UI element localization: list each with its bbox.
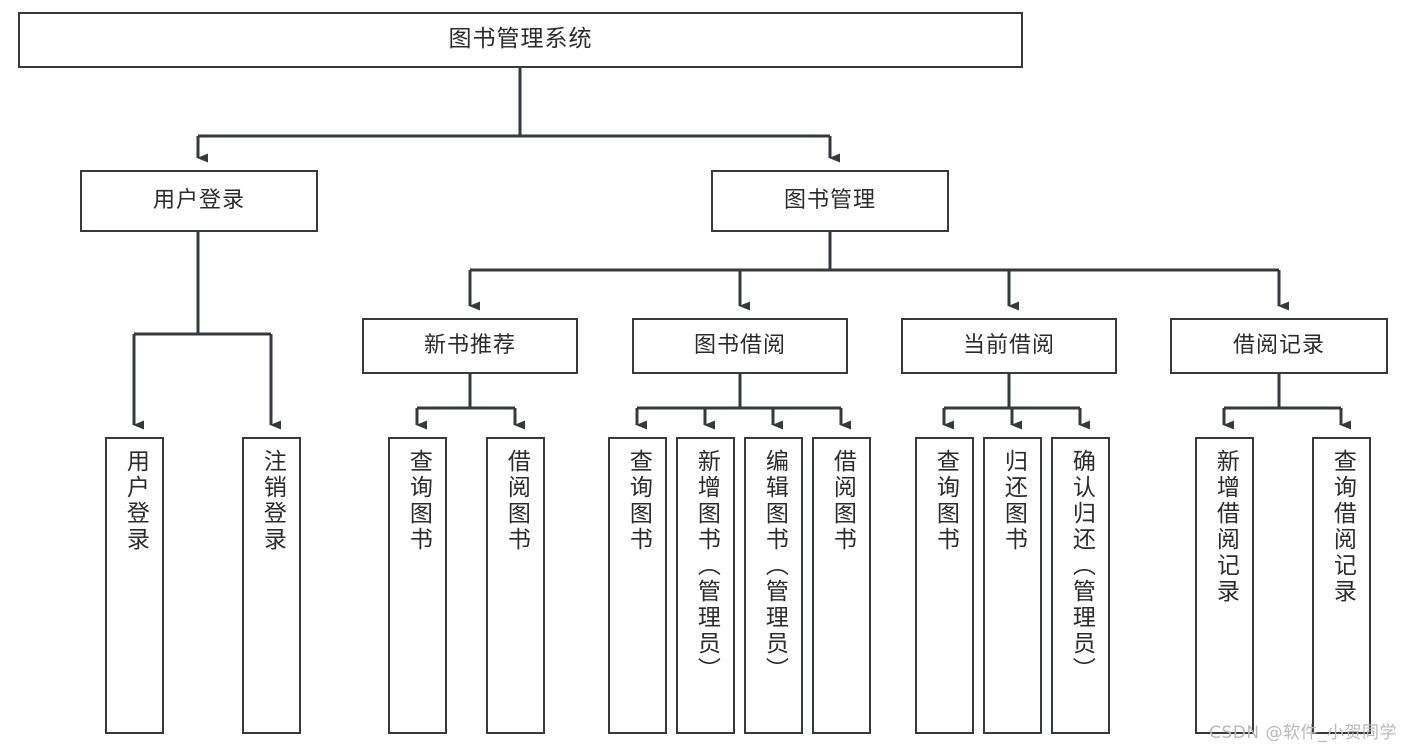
- node-root[interactable]: 图书管理系统: [18, 12, 1023, 68]
- node-leaf-query-book-2-label: 查询图书: [625, 449, 652, 553]
- node-leaf-borrow-book-1-label: 借阅图书: [503, 449, 530, 553]
- node-book-manage[interactable]: 图书管理: [711, 170, 949, 232]
- node-new-book-recommend[interactable]: 新书推荐: [362, 318, 578, 374]
- node-book-manage-label: 图书管理: [783, 188, 876, 214]
- node-leaf-query-book-3-label: 查询图书: [932, 449, 959, 553]
- node-leaf-return-book-label: 归还图书: [1000, 449, 1027, 553]
- watermark: CSDN @软件_小贺同学: [1209, 723, 1397, 743]
- node-leaf-confirm-return[interactable]: 确认归还（管理员）: [1051, 437, 1110, 734]
- node-leaf-query-book-1[interactable]: 查询图书: [388, 437, 447, 734]
- node-leaf-edit-book[interactable]: 编辑图书（管理员）: [744, 437, 803, 734]
- node-leaf-user-login-label: 用户登录: [122, 449, 149, 553]
- node-leaf-query-record[interactable]: 查询借阅记录: [1312, 437, 1371, 734]
- node-leaf-edit-book-label: 编辑图书（管理员）: [761, 449, 788, 683]
- node-leaf-return-book[interactable]: 归还图书: [983, 437, 1042, 734]
- node-leaf-add-book-label: 新增图书（管理员）: [693, 449, 720, 683]
- node-borrow-record[interactable]: 借阅记录: [1170, 318, 1388, 374]
- node-leaf-confirm-return-label: 确认归还（管理员）: [1068, 449, 1095, 683]
- node-root-label: 图书管理系统: [448, 26, 593, 53]
- node-user-login-label: 用户登录: [152, 188, 245, 214]
- node-leaf-borrow-book-1[interactable]: 借阅图书: [486, 437, 545, 734]
- node-leaf-query-book-2[interactable]: 查询图书: [608, 437, 667, 734]
- node-leaf-add-record-label: 新增借阅记录: [1212, 449, 1239, 605]
- node-leaf-add-record[interactable]: 新增借阅记录: [1195, 437, 1254, 734]
- node-leaf-query-book-1-label: 查询图书: [405, 449, 432, 553]
- node-leaf-borrow-book-2[interactable]: 借阅图书: [812, 437, 871, 734]
- node-book-borrow[interactable]: 图书借阅: [632, 318, 848, 374]
- node-leaf-user-login[interactable]: 用户登录: [105, 437, 164, 734]
- node-leaf-borrow-book-2-label: 借阅图书: [829, 449, 856, 553]
- node-leaf-add-book[interactable]: 新增图书（管理员）: [676, 437, 735, 734]
- node-leaf-logout-login[interactable]: 注销登录: [242, 437, 301, 734]
- node-leaf-query-book-3[interactable]: 查询图书: [915, 437, 974, 734]
- node-user-login[interactable]: 用户登录: [80, 170, 318, 232]
- node-book-borrow-label: 图书借阅: [693, 333, 786, 359]
- node-new-book-recommend-label: 新书推荐: [423, 333, 516, 359]
- node-leaf-query-record-label: 查询借阅记录: [1329, 449, 1356, 605]
- node-current-borrow[interactable]: 当前借阅: [901, 318, 1117, 374]
- node-leaf-logout-login-label: 注销登录: [259, 449, 286, 553]
- node-current-borrow-label: 当前借阅: [962, 333, 1055, 359]
- node-borrow-record-label: 借阅记录: [1232, 333, 1325, 359]
